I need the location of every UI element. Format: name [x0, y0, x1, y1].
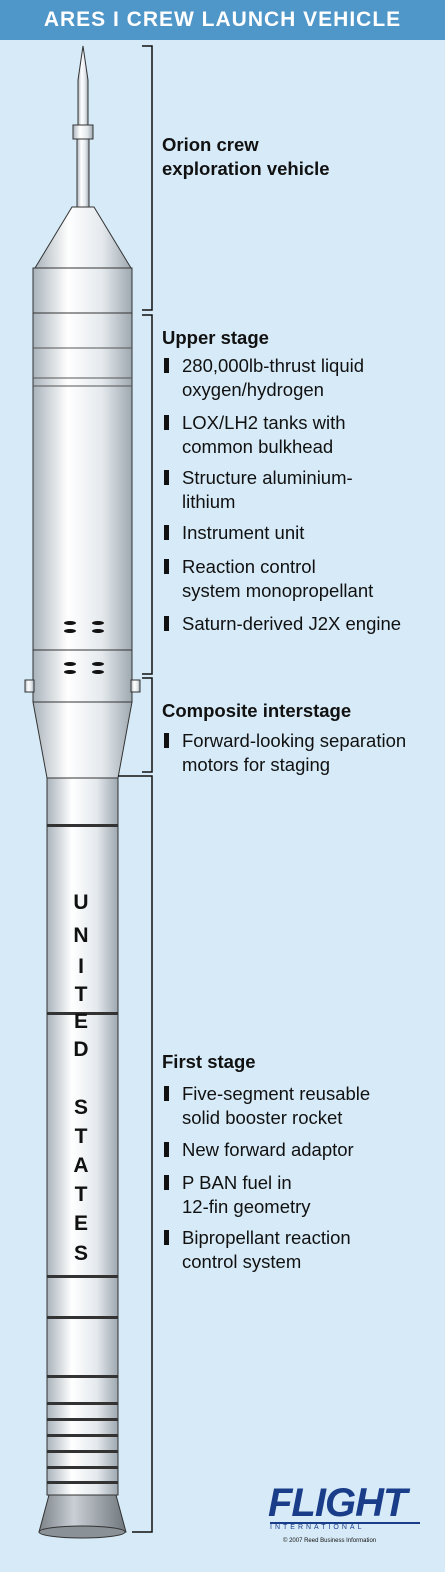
- rcs-thrusters: [64, 621, 104, 633]
- upper-stage-bullet: 280,000lb-thrust liquid oxygen/hydrogen: [162, 354, 364, 402]
- orion-capsule: [32, 206, 133, 314]
- bullet-line: solid booster rocket: [182, 1107, 343, 1128]
- orion-heading-line1: Orion crew: [162, 134, 259, 155]
- bullet-line: Structure aluminium-: [182, 467, 353, 488]
- launch-abort-tower: [72, 45, 94, 208]
- bracket-upper-stage: [142, 314, 153, 675]
- upper-stage-heading: Upper stage: [162, 327, 269, 348]
- bullet-line: Reaction control: [182, 556, 316, 577]
- upper-stage-bullet: Instrument unit: [162, 521, 304, 545]
- interstage-body: [24, 649, 141, 779]
- booster-letter: A: [73, 1154, 89, 1177]
- bullet-line: Five-segment reusable: [182, 1083, 371, 1104]
- orion-heading-line2: exploration vehicle: [162, 158, 330, 179]
- first-stage-bullet: New forward adaptor: [162, 1138, 354, 1162]
- bullet-line: 12-fin geometry: [182, 1196, 311, 1217]
- title-bar: ARES I CREW LAUNCH VEHICLE: [0, 0, 445, 40]
- upper-stage-bullet: LOX/LH2 tanks with common bulkhead: [162, 411, 346, 459]
- interstage-bullet: Forward-looking separation motors for st…: [162, 729, 406, 777]
- bullet-line: oxygen/hydrogen: [182, 379, 324, 400]
- booster-letter: S: [73, 1242, 88, 1265]
- upper-stage-bullet: Saturn-derived J2X engine: [162, 612, 401, 636]
- bullet-line: common bulkhead: [182, 436, 334, 457]
- booster-letter: I: [78, 955, 84, 978]
- booster-letter: D: [73, 1038, 89, 1061]
- bracket-first-stage: [118, 775, 153, 1533]
- bullet-line: system monopropellant: [182, 580, 374, 601]
- first-stage-bullet: Bipropellant reaction control system: [162, 1226, 351, 1274]
- first-stage-heading: First stage: [162, 1051, 256, 1072]
- upper-stage-bullet: Reaction control system monopropellant: [162, 555, 373, 603]
- booster-letter: U: [73, 891, 89, 914]
- booster-letter: T: [74, 983, 88, 1006]
- bullet-line: Bipropellant reaction: [182, 1227, 351, 1248]
- upper-stage-body: [32, 312, 133, 651]
- page-title: ARES I CREW LAUNCH VEHICLE: [43, 8, 402, 31]
- bullet-line: LOX/LH2 tanks with: [182, 412, 346, 433]
- interstage-heading: Composite interstage: [162, 700, 352, 721]
- bullet-line: Forward-looking separation: [182, 730, 407, 751]
- copyright-text: © 2007 Reed Business Information: [283, 1538, 377, 1544]
- bullet-line: Instrument unit: [182, 522, 305, 543]
- booster-letter: N: [73, 924, 89, 947]
- booster-letter: T: [74, 1125, 88, 1148]
- booster-letter: S: [73, 1096, 88, 1119]
- bracket-orion: [142, 45, 153, 311]
- booster-nozzle: [38, 1494, 127, 1539]
- bullet-line: 280,000lb-thrust liquid: [182, 355, 365, 376]
- bullet-line: Saturn-derived J2X engine: [182, 613, 402, 634]
- bullet-line: New forward adaptor: [182, 1139, 354, 1160]
- section-brackets: [118, 45, 153, 1533]
- upper-stage-bullet: Structure aluminium- lithium: [162, 466, 353, 514]
- bullet-line: control system: [182, 1251, 302, 1272]
- booster-letter: E: [73, 1212, 88, 1235]
- bracket-interstage: [142, 677, 153, 773]
- first-stage-body: [46, 777, 119, 1496]
- bullet-line: P BAN fuel in: [182, 1172, 292, 1193]
- first-stage-bullet: Five-segment reusable solid booster rock…: [162, 1082, 370, 1130]
- flight-logo-sub: INTERNATIONAL: [270, 1522, 420, 1534]
- bullet-line: lithium: [182, 491, 236, 512]
- bullet-line: motors for staging: [182, 754, 331, 775]
- flight-logo: FLIGHT: [268, 1481, 407, 1525]
- first-stage-bullet: P BAN fuel in 12-fin geometry: [162, 1171, 311, 1219]
- booster-letter: E: [73, 1010, 88, 1033]
- booster-letter: T: [74, 1183, 88, 1206]
